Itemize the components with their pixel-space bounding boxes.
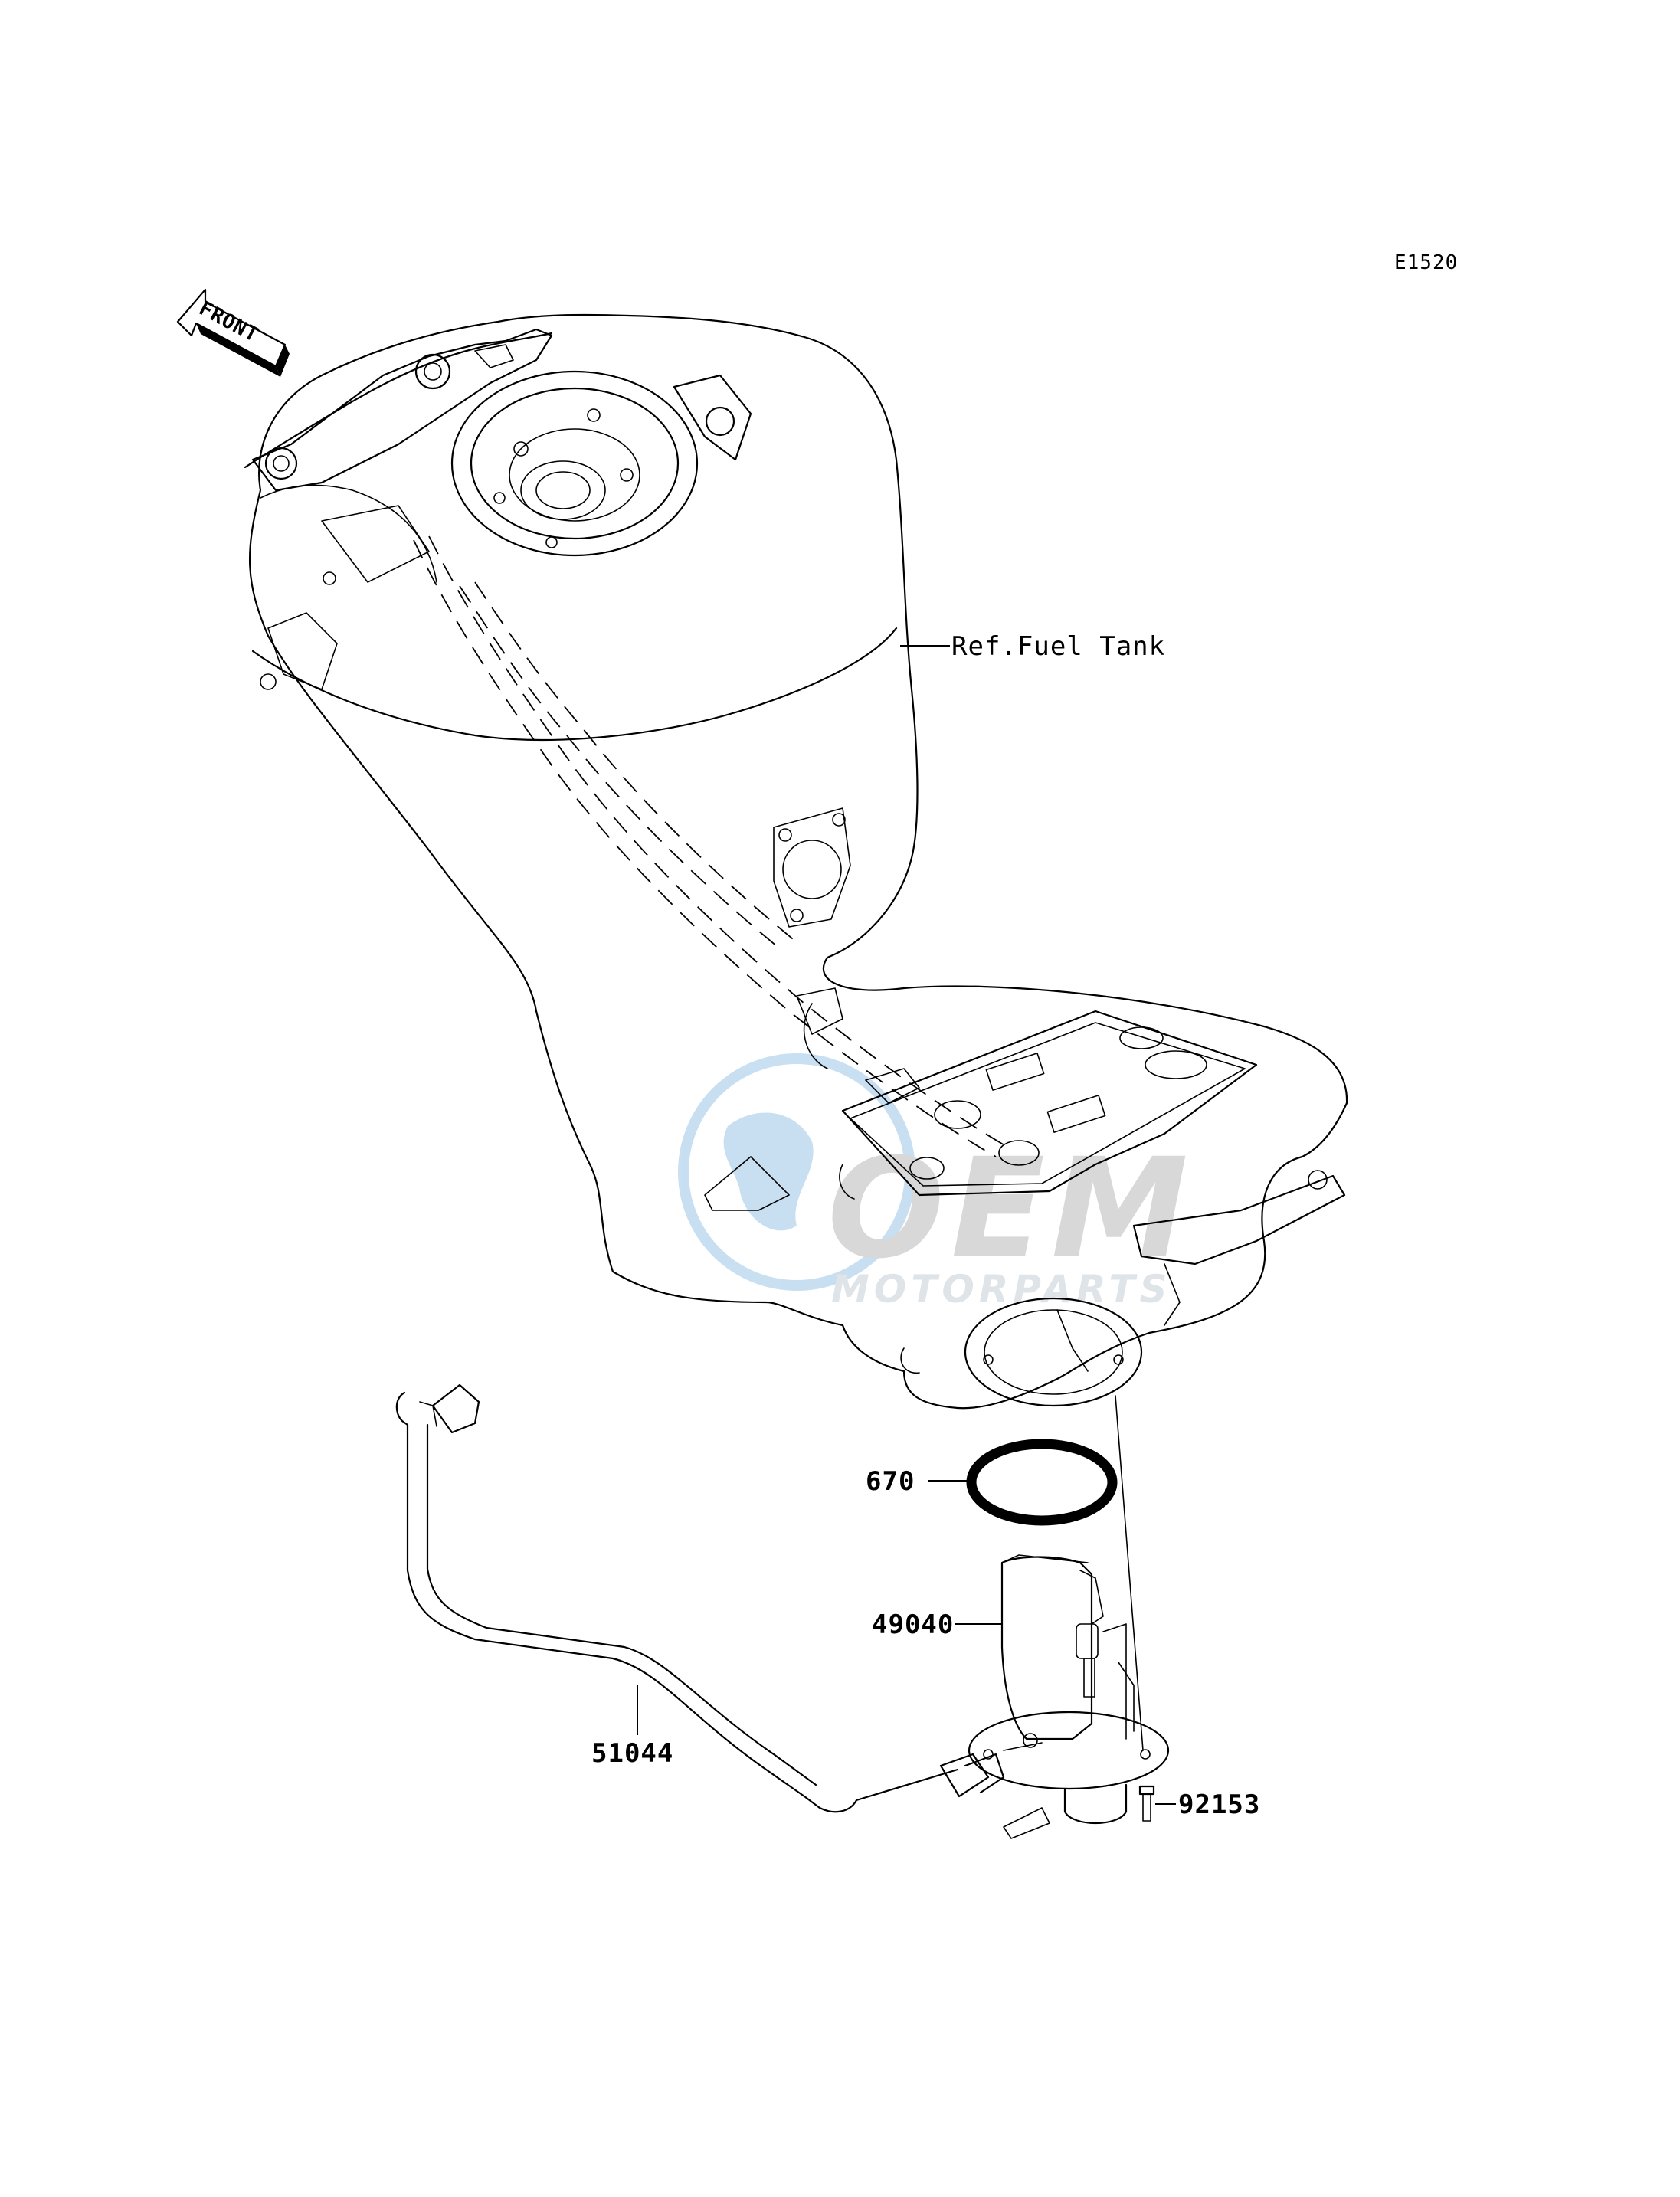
part-49040-label: 49040 bbox=[872, 1609, 954, 1640]
part-670-label: 670 bbox=[866, 1466, 915, 1497]
ref-fuel-tank-label: Ref.Fuel Tank bbox=[951, 631, 1165, 662]
fuel-hose-part bbox=[395, 1383, 1005, 1813]
bolt-part bbox=[1138, 1785, 1155, 1822]
fuel-pump-part bbox=[968, 1554, 1170, 1839]
front-arrow-icon: FRONT bbox=[176, 288, 290, 377]
oem-motorparts-watermark: OEM MOTORPARTS bbox=[678, 1053, 1194, 1311]
diagram-code: E1520 bbox=[1394, 251, 1458, 274]
part-92153-label: 92153 bbox=[1178, 1789, 1260, 1820]
watermark-subtext: MOTORPARTS bbox=[831, 1267, 1172, 1311]
o-ring-part bbox=[966, 1439, 1118, 1526]
watermark-logo: OEM bbox=[827, 1129, 1194, 1289]
part-51044-label: 51044 bbox=[591, 1738, 673, 1769]
fuel-tank bbox=[244, 313, 1348, 1410]
